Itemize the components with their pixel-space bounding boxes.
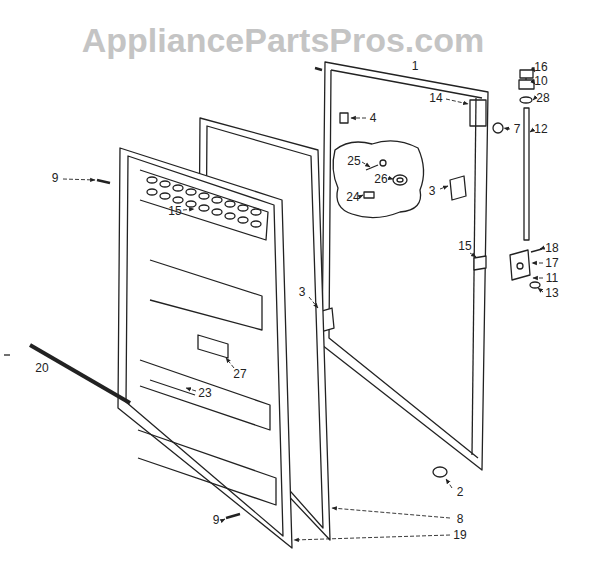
callout-number: 23	[197, 386, 212, 400]
callout-number: 25	[346, 154, 361, 168]
callout-number: 4	[369, 111, 378, 125]
callout-number: 18	[544, 241, 559, 255]
callout-number: 27	[232, 367, 247, 381]
callout-number: 10	[533, 74, 548, 88]
callout-number: 24	[345, 190, 360, 204]
callout-number: 9	[51, 171, 60, 185]
callout-number: 15	[457, 239, 472, 253]
callout-number: 3	[428, 184, 437, 198]
callout-number: 9	[212, 513, 221, 527]
watermark: AppliancePartsPros.com	[82, 23, 484, 57]
callout-number: 2	[456, 485, 465, 499]
callout-number: 15	[167, 204, 182, 218]
callout-number: 1	[411, 59, 420, 73]
callout-number: 8	[456, 512, 465, 526]
callout-number: 19	[452, 528, 467, 542]
callout-number: 11	[545, 271, 559, 285]
callout-number: 14	[428, 91, 443, 105]
callout-number: 28	[535, 91, 550, 105]
callout-number: 26	[373, 172, 388, 186]
callout-number: 12	[533, 122, 548, 136]
callout-number: 13	[544, 286, 559, 300]
callout-number: 20	[34, 361, 49, 375]
callout-number: 17	[544, 256, 559, 270]
callout-number: 3	[298, 285, 307, 299]
callout-number: 7	[513, 122, 522, 136]
callout-number: 16	[533, 60, 548, 74]
